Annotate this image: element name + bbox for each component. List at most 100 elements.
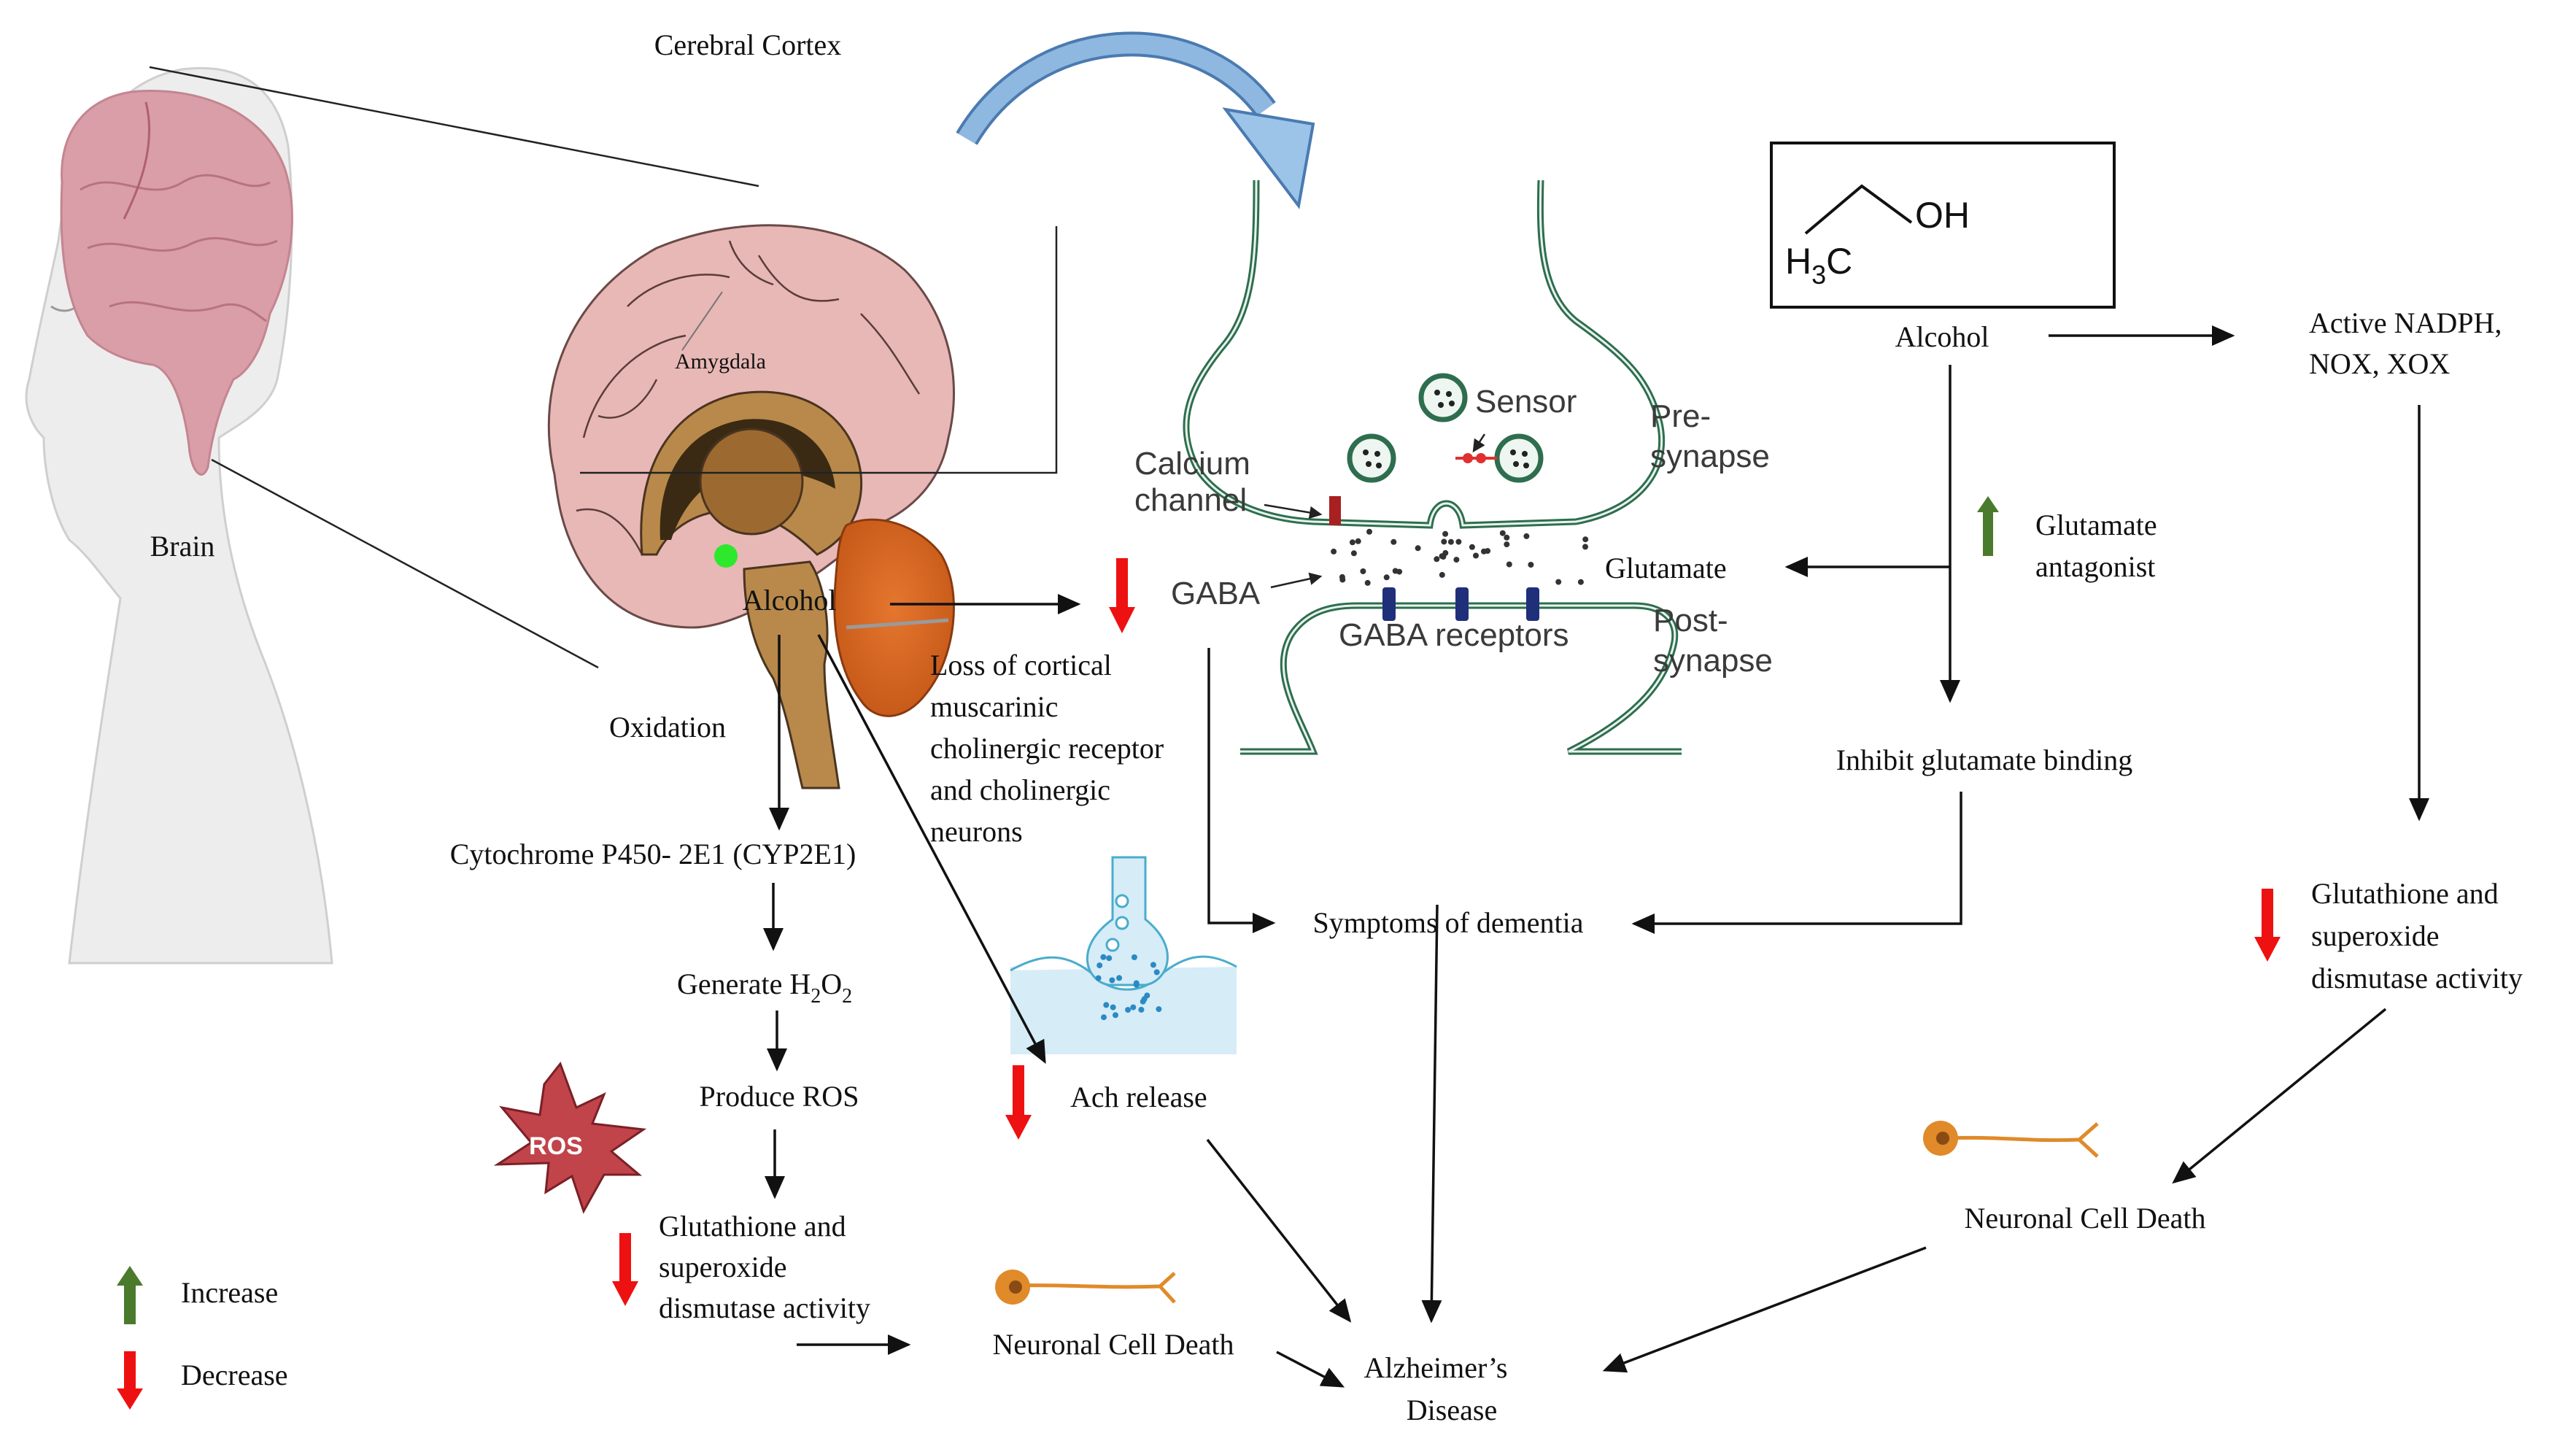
ros-starburst-icon: ROS xyxy=(493,1061,647,1214)
alcohol-left-label: Alcohol xyxy=(743,584,837,617)
postsynapse-label-line1: Post- xyxy=(1653,603,1728,638)
neurotransmitter-dot xyxy=(1469,544,1475,550)
alcohol-right-label: Alcohol xyxy=(1895,320,1989,353)
neurotransmitter-dot xyxy=(1499,530,1506,536)
neurotransmitter-dot xyxy=(1350,550,1357,557)
acetylcholine-dot xyxy=(1100,954,1107,960)
glutamate-antagonist-line2: antagonist xyxy=(2035,550,2155,583)
neurotransmitter-dot xyxy=(1504,541,1510,548)
acetylcholine-dot xyxy=(1109,977,1115,984)
acetylcholine-dot xyxy=(1150,962,1156,968)
neurotransmitter-dot xyxy=(1415,545,1421,552)
neurotransmitter-dot xyxy=(1473,552,1479,559)
loss-cortical-line5: neurons xyxy=(930,815,1023,848)
acetylcholine-dot xyxy=(1130,1004,1137,1011)
legend-increase-label: Increase xyxy=(181,1276,278,1309)
brain-label: Brain xyxy=(150,530,215,563)
decrease-arrow-ach xyxy=(1005,1065,1032,1140)
amygdala-label: Amygdala xyxy=(675,349,766,374)
brain-illustration xyxy=(60,89,293,476)
glutamate-label: Glutamate xyxy=(1605,552,1727,584)
gaba-label: GABA xyxy=(1171,576,1261,611)
neurotransmitter-dot xyxy=(1582,536,1589,543)
decrease-arrow-right-glutathione xyxy=(2254,889,2281,962)
acetylcholine-dot xyxy=(1156,1006,1162,1013)
synapse-illustration xyxy=(1183,179,1682,755)
glutamate-antagonist-line1: Glutamate xyxy=(2035,509,2157,541)
svg-text:OH: OH xyxy=(1915,195,1970,236)
neurotransmitter-dot xyxy=(1523,533,1530,539)
alzheimers-label-line2: Disease xyxy=(1407,1394,1497,1426)
calcium-channel xyxy=(1329,496,1341,525)
right-glutathione-line1: Glutathione and xyxy=(2311,877,2499,910)
right-neuronal-cell-death-label: Neuronal Cell Death xyxy=(1965,1202,2206,1235)
ethanol-structure: H3C OH xyxy=(1785,184,1970,290)
svg-text:ROS: ROS xyxy=(529,1132,583,1160)
legend: Increase Decrease xyxy=(117,1266,288,1410)
synaptic-vesicles xyxy=(1347,373,1544,483)
right-glutathione-line2: superoxide xyxy=(2311,919,2440,952)
acetylcholine-dot xyxy=(1113,1012,1118,1019)
acetylcholine-dot xyxy=(1131,954,1137,960)
arrow-right-neuronal-death-to-alzheimers xyxy=(1602,1246,1927,1373)
inhibit-glutamate-binding-label: Inhibit glutamate binding xyxy=(1836,743,2133,776)
neurotransmitter-dot xyxy=(1360,568,1366,574)
right-glutathione-line3: dismutase activity xyxy=(2311,962,2523,994)
arrow-inhibit-binding-to-symptoms xyxy=(1631,792,1962,934)
legend-decrease-arrow-icon xyxy=(117,1351,143,1410)
neurotransmitter-dot xyxy=(1434,556,1440,563)
neurotransmitter-dot xyxy=(1506,561,1512,568)
neurotransmitter-dot xyxy=(1528,562,1534,568)
produce-ros-label: Produce ROS xyxy=(700,1080,859,1113)
neurotransmitter-dot xyxy=(1339,576,1346,583)
neurotransmitter-dot xyxy=(1355,538,1361,544)
neurotransmitter-dot xyxy=(1447,538,1454,545)
nadph-label-line1: Active NADPH, xyxy=(2309,306,2502,339)
arrow-right-glutathione-to-neuronal-death xyxy=(2172,1008,2387,1184)
neurotransmitter-dot xyxy=(1442,530,1449,537)
neurotransmitter-particles xyxy=(1331,528,1589,586)
neurotransmitter-dot xyxy=(1577,579,1584,585)
loss-cortical-line4: and cholinergic xyxy=(930,773,1110,806)
neurotransmitter-dot xyxy=(1485,548,1491,555)
arrow-gaba-to-symptoms xyxy=(1207,648,1276,933)
postsynapse-label-line2: synapse xyxy=(1653,643,1773,679)
gaba-receptors xyxy=(1382,587,1539,621)
ach-release-label: Ach release xyxy=(1070,1081,1207,1113)
neurotransmitter-dot xyxy=(1455,538,1462,545)
arrow-left-neuronal-death-to-alzheimers xyxy=(1276,1351,1345,1388)
sensor-label: Sensor xyxy=(1475,384,1577,420)
generate-h2o2-label: Generate H2O2 xyxy=(677,967,852,1008)
left-neuronal-cell-death-label: Neuronal Cell Death xyxy=(993,1328,1234,1361)
zoom-callout-line-top xyxy=(149,66,759,188)
cholinergic-synapse-illustration xyxy=(1010,856,1237,1054)
neurotransmitter-dot xyxy=(1582,544,1588,550)
cerebral-cortex-label: Cerebral Cortex xyxy=(654,28,842,61)
neurotransmitter-dot xyxy=(1453,557,1460,563)
alzheimers-label-line1: Alzheimer’s xyxy=(1364,1351,1508,1384)
ethanol-structure-box xyxy=(1770,142,2116,309)
arrow-alcohol-to-ach-release xyxy=(817,634,1046,1065)
loss-cortical-line1: Loss of cortical xyxy=(930,649,1112,681)
neurotransmitter-dot xyxy=(1439,571,1445,578)
left-glutathione-line3: dismutase activity xyxy=(659,1291,870,1324)
neurotransmitter-dot xyxy=(1555,579,1562,585)
cyp-label: Cytochrome P450- 2E1 (CYP2E1) xyxy=(450,838,856,870)
arrow-symptoms-to-alzheimers xyxy=(1421,904,1442,1324)
neurotransmitter-dot xyxy=(1504,534,1510,541)
blue-curved-arrow xyxy=(956,31,1315,209)
calcium-channel-label-line2: channel xyxy=(1134,482,1247,518)
decrease-arrow-loss-cortical xyxy=(1109,558,1135,633)
left-glutathione-line2: superoxide xyxy=(659,1251,787,1283)
neurotransmitter-dot xyxy=(1392,568,1399,574)
increase-arrow-glutamate-antagonist xyxy=(1977,496,1999,556)
neurotransmitter-dot xyxy=(1366,528,1372,535)
acetylcholine-dot xyxy=(1133,981,1140,988)
neuron-icon-right xyxy=(1923,1121,2099,1158)
neurotransmitter-dot xyxy=(1441,538,1447,545)
presynapse-label-line1: Pre- xyxy=(1650,398,1711,434)
acetylcholine-dot xyxy=(1141,996,1148,1002)
acetylcholine-dot xyxy=(1153,969,1160,976)
decrease-arrow-left-glutathione xyxy=(612,1233,638,1306)
